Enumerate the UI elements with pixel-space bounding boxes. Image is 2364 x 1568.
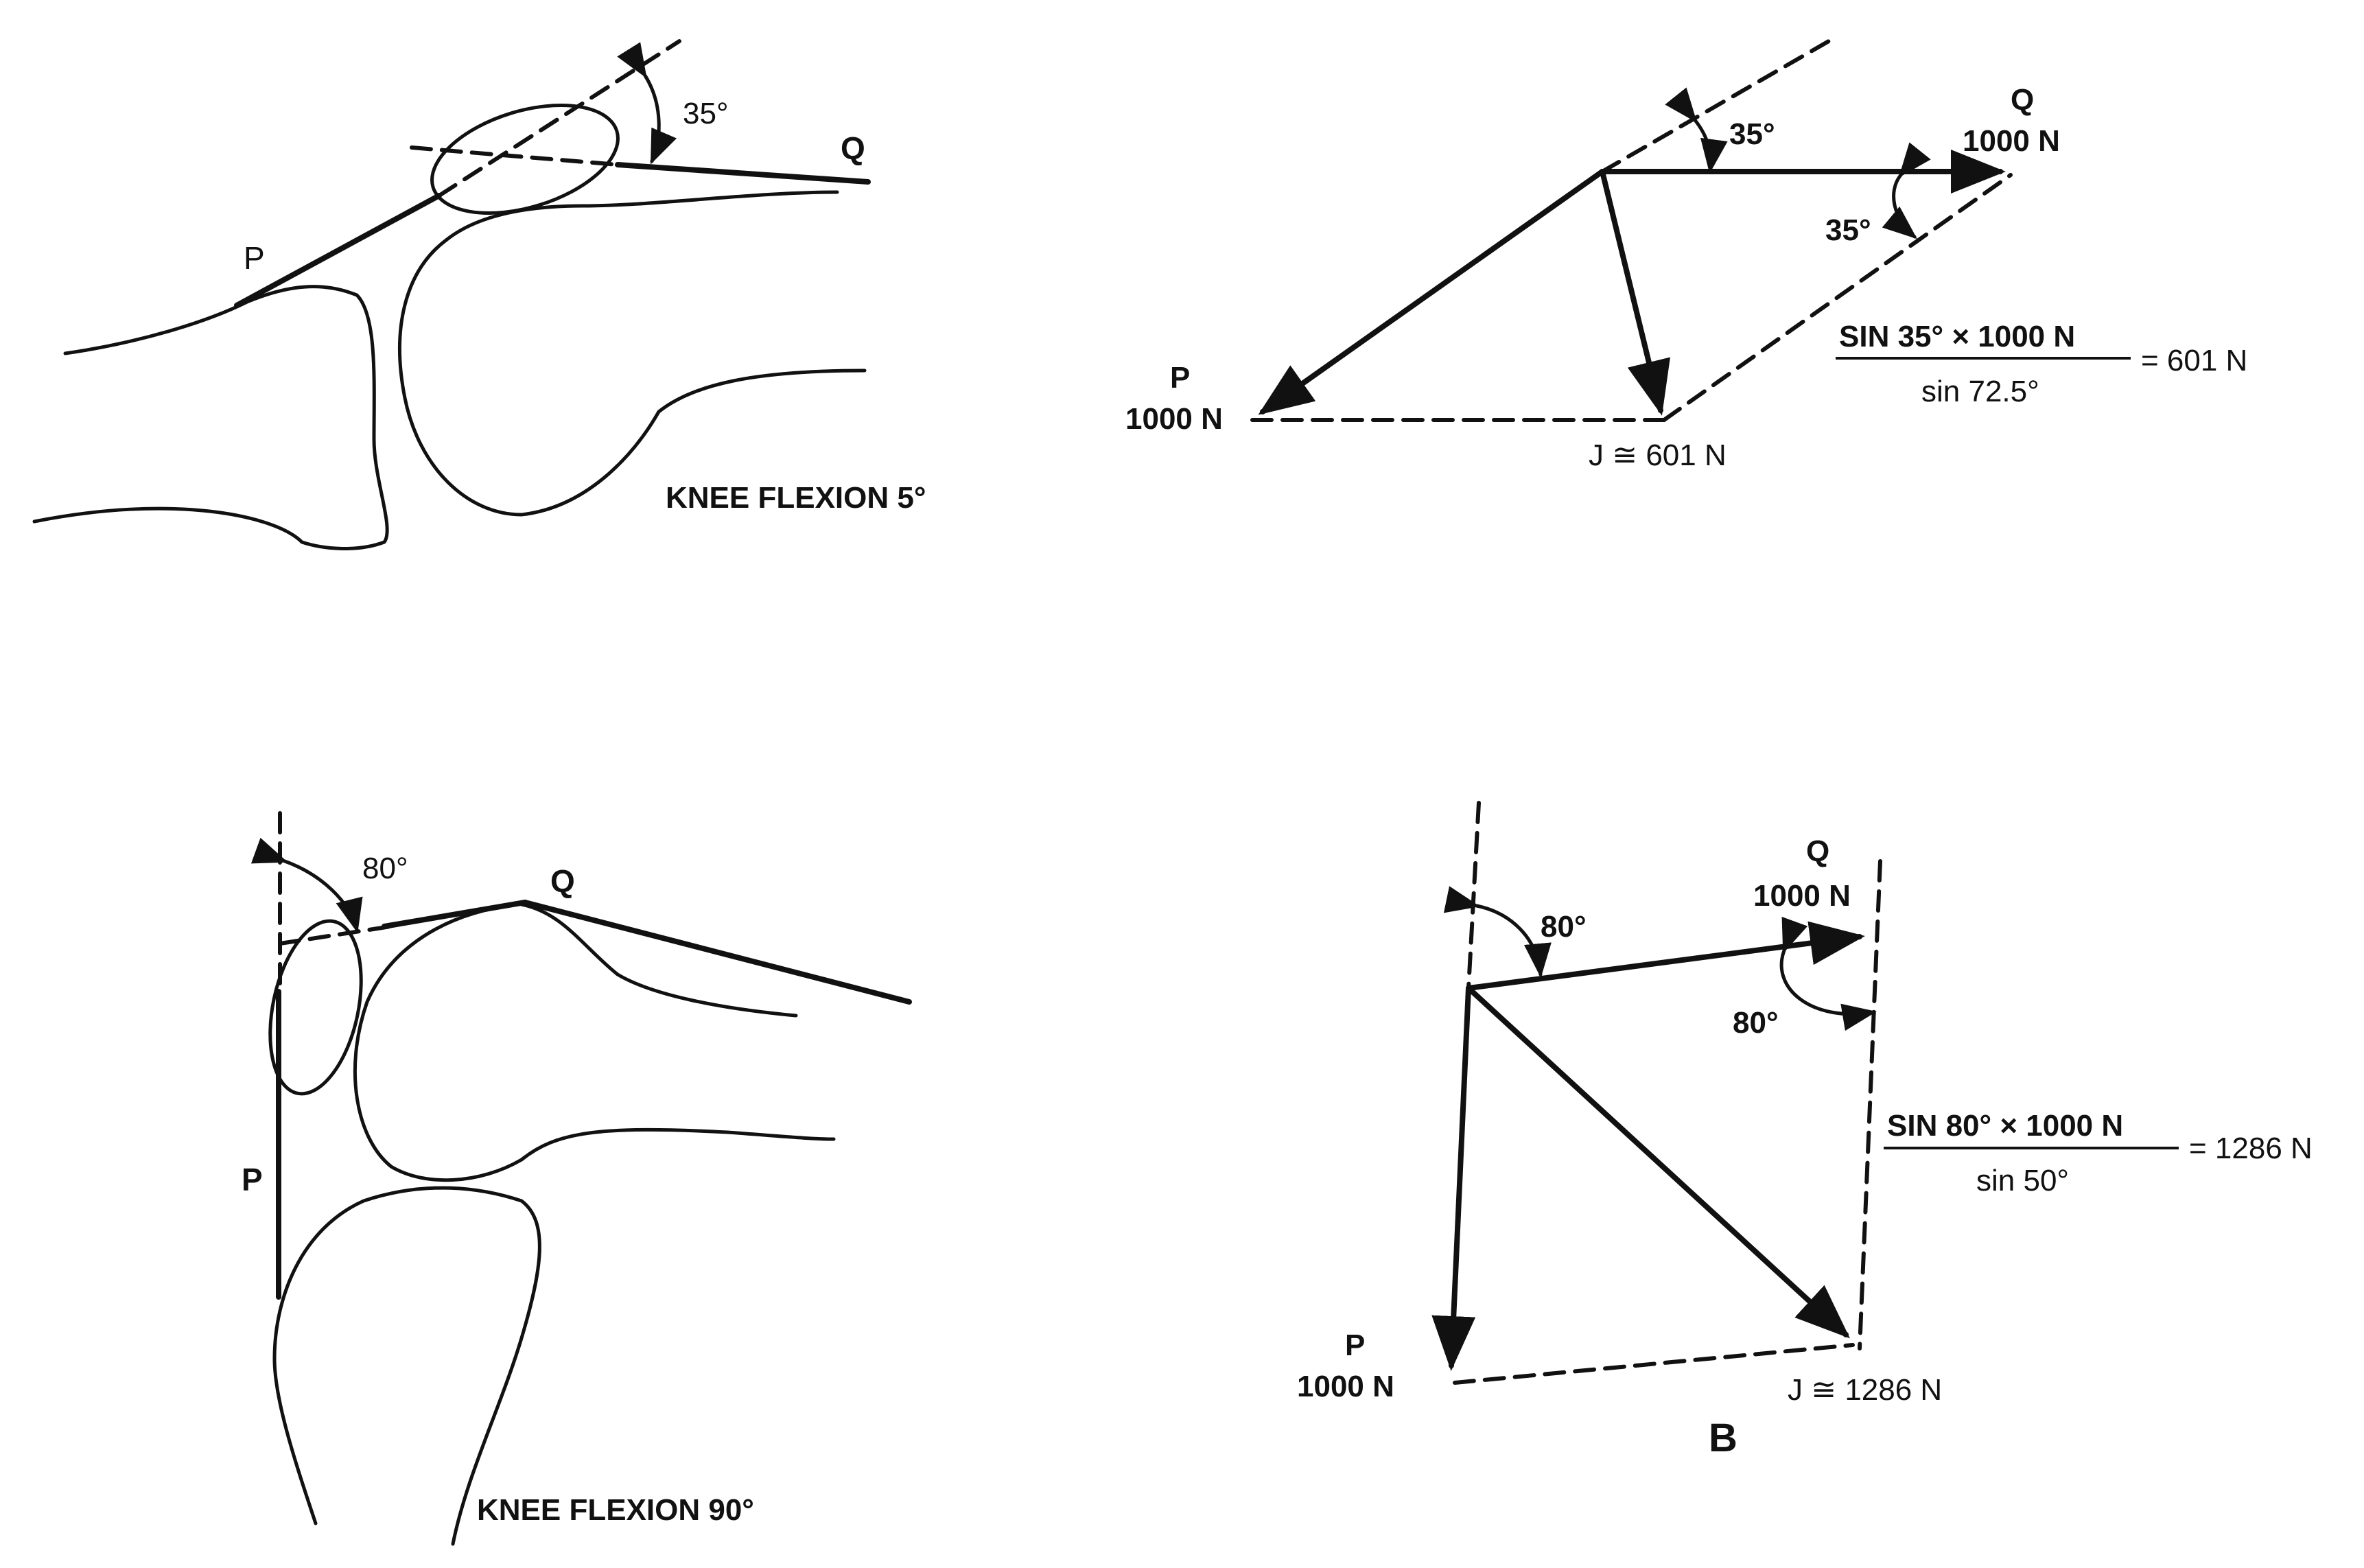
angle-arc-35: [617, 42, 677, 165]
panel-letter-b: B: [1709, 1416, 1737, 1460]
angle-arc-top-80: [1443, 886, 1552, 978]
femur-outline: [398, 190, 867, 517]
j-to-q-dashed: [1662, 173, 2013, 422]
vector-diagram-flexion-5: 35° 35° Q 1000 N P 1000 N J ≅ 601 N SIN …: [1125, 39, 2247, 472]
tendon-extension-dashed: [437, 39, 681, 198]
label-p-90: P: [242, 1162, 263, 1197]
formula-denominator-b: sin 50°: [1976, 1164, 2069, 1197]
patellar-tendon-line: [234, 193, 442, 308]
patella-outline-90: [268, 919, 363, 1096]
label-p: P: [244, 240, 265, 276]
formula-numerator: SIN 35° × 1000 N: [1839, 320, 2075, 353]
p-label-b: P: [1345, 1329, 1365, 1362]
femur-upper-contour: [519, 902, 798, 1018]
angle-arc-right-80: [1779, 916, 1877, 1031]
p-force-label-b: 1000 N: [1297, 1370, 1394, 1403]
p-label: P: [1170, 361, 1190, 395]
patella-direction-dashed: [278, 924, 393, 946]
right-dashed-side: [1858, 859, 1882, 1350]
angle-arc-80: [250, 837, 363, 933]
bottom-dashed-side: [1453, 1343, 1855, 1385]
angle-arc-right-35: [1882, 142, 1931, 239]
formula-denominator: sin 72.5°: [1921, 375, 2039, 408]
q-force-label: 1000 N: [1963, 124, 2060, 158]
p-force-vector: [1258, 169, 1605, 415]
angle-arc-top-35: [1665, 87, 1728, 174]
formula-result: = 601 N: [2141, 344, 2247, 377]
label-q: Q: [841, 130, 865, 166]
j-resultant-vector: [1600, 169, 1671, 416]
angle-label-80: 80°: [362, 852, 408, 885]
j-resultant-vector-b: [1466, 985, 1850, 1339]
quadriceps-line-90: [522, 900, 912, 1005]
q-label-b: Q: [1806, 834, 1829, 868]
p-force-vector-b: [1431, 985, 1476, 1371]
anatomy-flexion-5: 35° P Q KNEE FLEXION 5°: [32, 39, 926, 550]
j-result-label-b: J ≅ 1286 N: [1788, 1373, 1942, 1407]
formula-result-b: = 1286 N: [2189, 1132, 2313, 1165]
caption-knee-flexion-5: KNEE FLEXION 5°: [666, 481, 926, 515]
angle-top-label-b: 80°: [1541, 910, 1587, 944]
p-force-label: 1000 N: [1125, 402, 1223, 436]
caption-knee-flexion-90: KNEE FLEXION 90°: [477, 1493, 754, 1527]
anatomy-flexion-90: 80° P Q KNEE FLEXION 90°: [242, 811, 912, 1546]
quadriceps-line: [615, 162, 871, 185]
femur-outline-90: [353, 902, 836, 1182]
angle-right-label-b: 80°: [1733, 1006, 1779, 1040]
q-force-vector-b: [1466, 921, 1865, 991]
q-force-label-b: 1000 N: [1753, 879, 1851, 913]
quadriceps-upper-line-90: [382, 900, 528, 929]
angle-label-35: 35°: [683, 97, 729, 130]
formula-numerator-b: SIN 80° × 1000 N: [1887, 1109, 2123, 1143]
tendon-reference-dashed: [1600, 39, 1831, 174]
tibia-outline: [32, 285, 389, 550]
quadriceps-extension-dashed: [410, 145, 620, 167]
angle-right-label: 35°: [1825, 213, 1871, 247]
angle-top-label: 35°: [1729, 117, 1775, 151]
j-result-label: J ≅ 601 N: [1589, 438, 1727, 472]
label-q-90: Q: [550, 863, 575, 899]
vector-diagram-flexion-90: 80° 80° Q 1000 N P 1000 N J ≅ 1286 N B S…: [1297, 801, 2313, 1460]
patella-outline: [430, 104, 620, 215]
vertical-reference-dashed-b: [1466, 801, 1481, 990]
tibia-outline-90: [272, 1186, 541, 1546]
q-label: Q: [2011, 83, 2034, 117]
